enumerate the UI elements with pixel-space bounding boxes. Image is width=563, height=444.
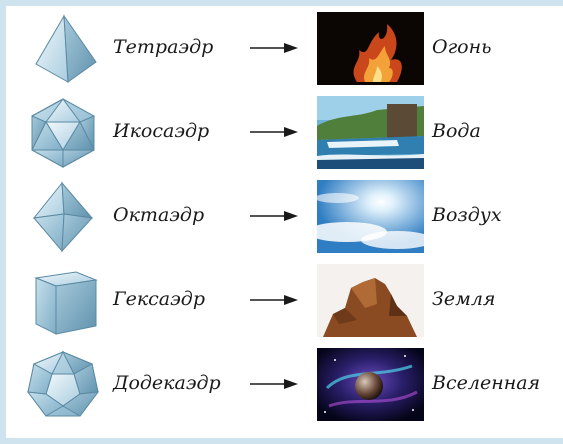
element-name: Вода	[432, 120, 481, 142]
arrow-icon	[250, 377, 298, 391]
waterfall-photo	[317, 96, 424, 169]
dodecahedron-icon	[24, 348, 102, 422]
row-dodecahedron: Додекаэдр	[6, 344, 563, 426]
row-tetrahedron: Тетраэдр Огонь	[6, 8, 563, 90]
octahedron-icon	[24, 180, 102, 254]
row-icosahedron: Икосаэдр Вода	[6, 92, 563, 174]
tetrahedron-icon	[24, 12, 102, 86]
row-octahedron: Октаэдр Воздух	[6, 176, 563, 258]
diagram-frame: Тетраэдр Огонь	[6, 6, 563, 438]
row-hexahedron: Гексаэдр Земля	[6, 260, 563, 342]
element-name: Воздух	[432, 204, 502, 226]
arrow-icon	[250, 209, 298, 223]
galaxy-photo	[317, 348, 424, 421]
element-name: Земля	[432, 288, 496, 310]
hexahedron-icon	[24, 264, 102, 338]
rock-photo	[317, 264, 424, 337]
solid-name: Икосаэдр	[113, 120, 210, 142]
element-name: Огонь	[432, 36, 492, 58]
solid-name: Тетраэдр	[113, 36, 214, 58]
solid-name: Гексаэдр	[113, 288, 205, 310]
element-name: Вселенная	[432, 372, 541, 394]
solid-name: Октаэдр	[113, 204, 205, 226]
solid-name: Додекаэдр	[113, 372, 221, 394]
arrow-icon	[250, 293, 298, 307]
icosahedron-icon	[24, 96, 102, 170]
arrow-icon	[250, 125, 298, 139]
sky-photo	[317, 180, 424, 253]
fire-photo	[317, 12, 424, 85]
arrow-icon	[250, 41, 298, 55]
